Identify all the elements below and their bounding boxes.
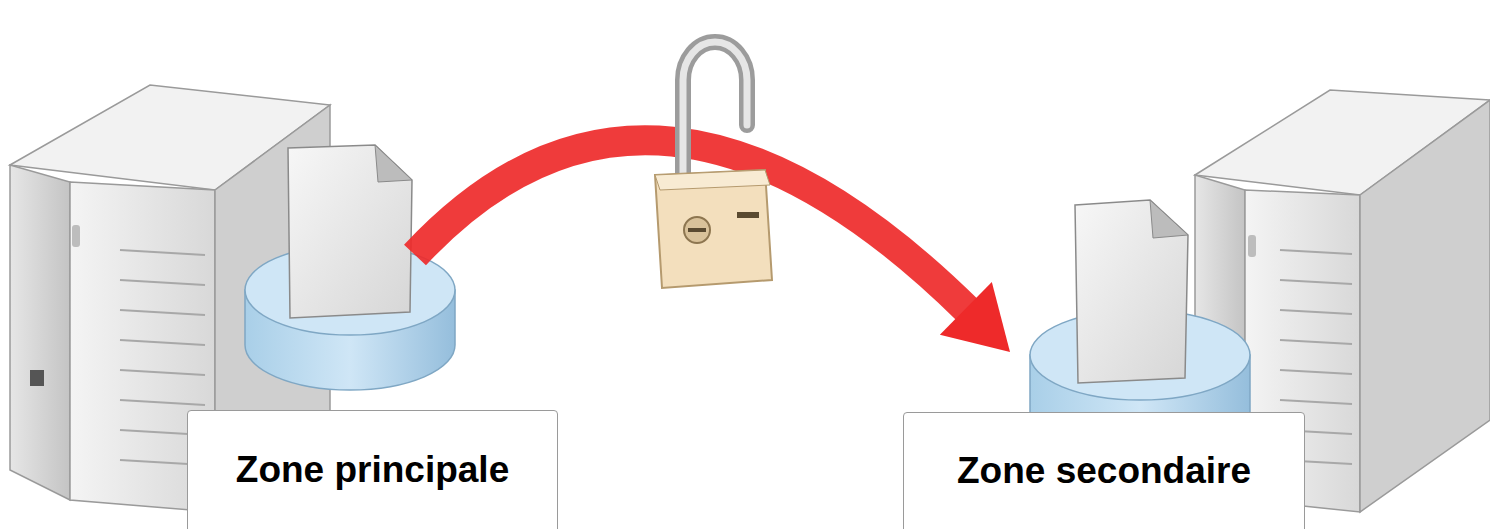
label-box: Zone principale xyxy=(187,410,558,529)
left-database xyxy=(245,145,455,390)
transfer-arrow xyxy=(415,140,1010,352)
zone-label: Zone secondaire xyxy=(957,450,1251,492)
zone-node: Zone principale xyxy=(187,250,558,529)
zone-label: Zone principale xyxy=(236,449,509,491)
label-box: Zone secondaire xyxy=(903,412,1305,529)
zone-node: Zone secondaire xyxy=(903,350,1305,529)
